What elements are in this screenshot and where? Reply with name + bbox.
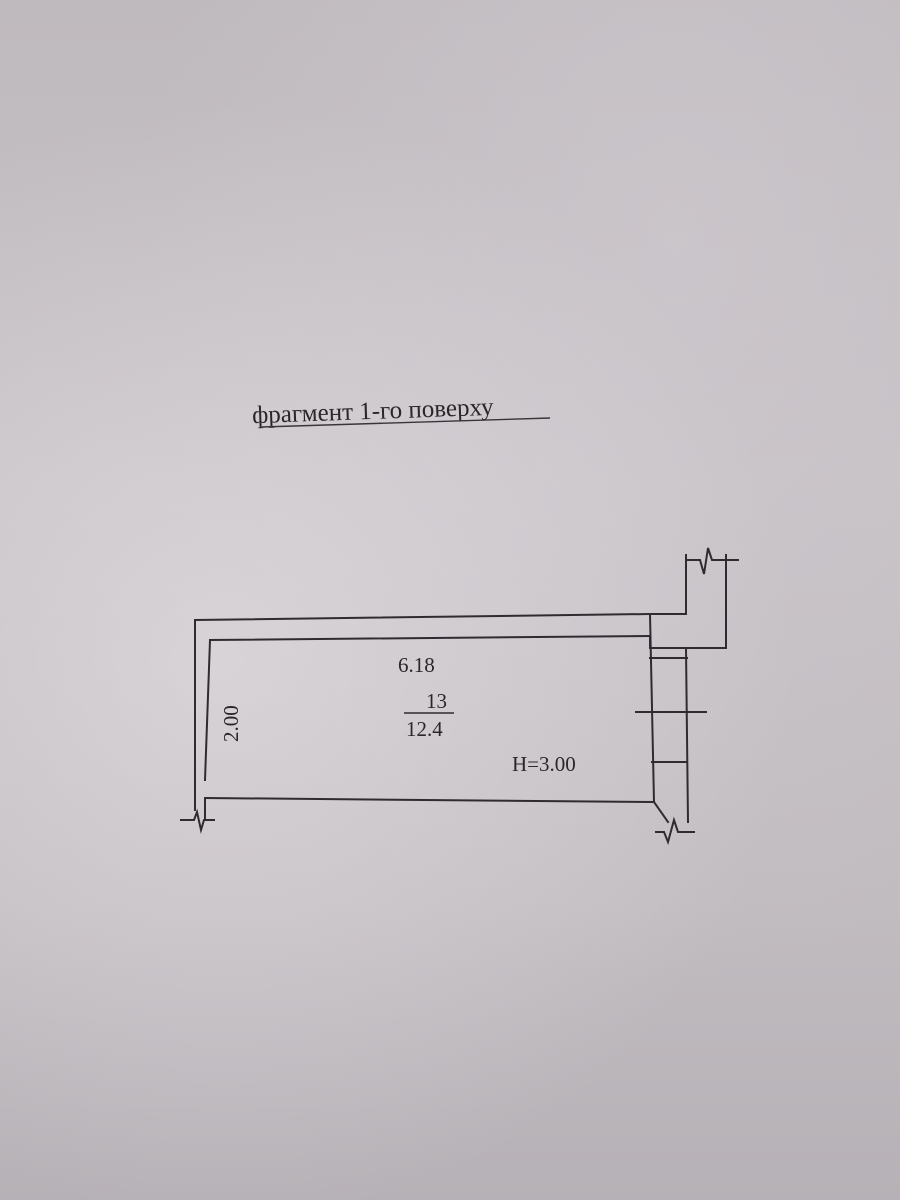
inner-wall-top <box>203 634 652 782</box>
wall-corner-bottom <box>652 800 670 824</box>
room-height-label: H=3.00 <box>512 752 576 776</box>
outer-wall-top <box>193 554 687 622</box>
break-symbol-bottom <box>655 816 695 846</box>
wall-bottom <box>203 796 656 804</box>
break-symbol-left <box>180 808 215 834</box>
title-underline <box>261 417 551 428</box>
room-width-label: 2.00 <box>219 705 243 742</box>
room-number-label: 13 <box>426 689 447 713</box>
room-length-label: 6.18 <box>398 653 435 677</box>
wall-stub-top-right <box>649 554 727 649</box>
break-symbol-top <box>685 547 739 575</box>
outer-wall-right <box>684 646 690 824</box>
room-area-label: 12.4 <box>406 717 443 741</box>
